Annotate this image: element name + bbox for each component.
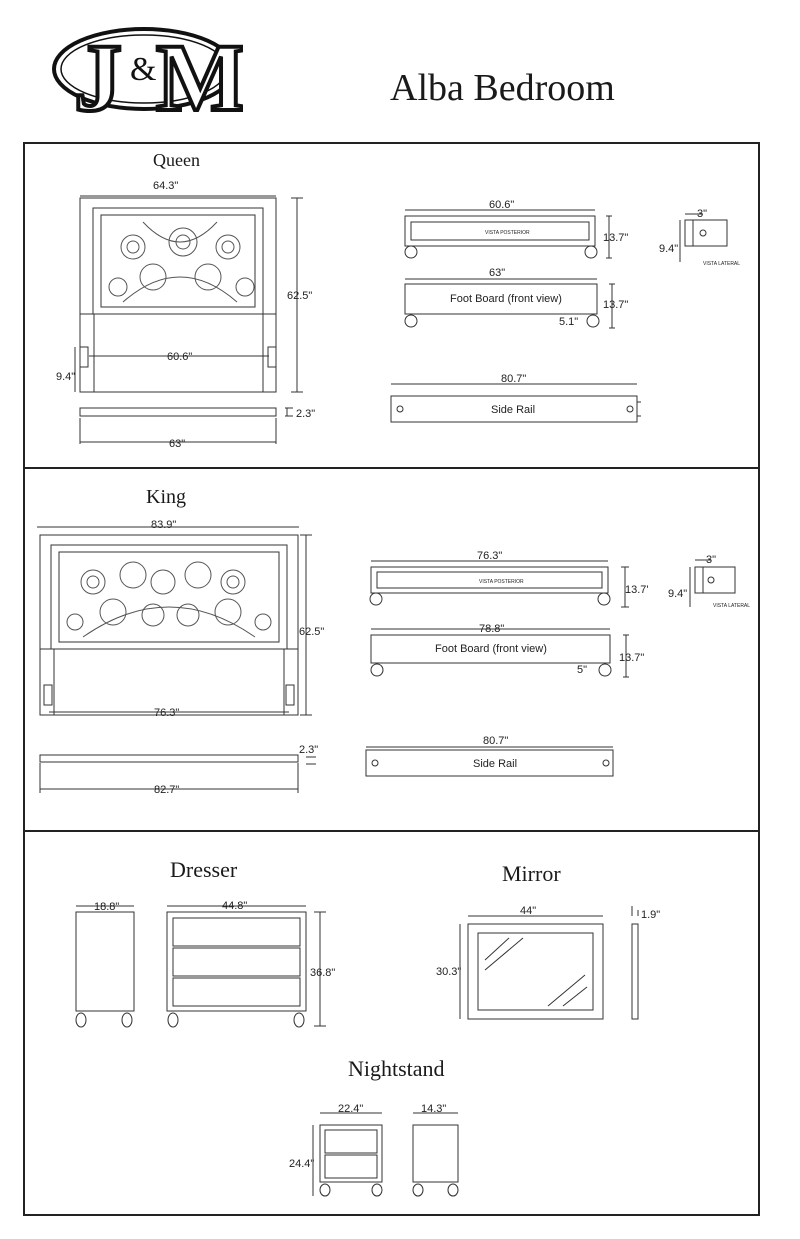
- king-footboard-top-height: 13.7': [625, 584, 649, 596]
- queen-side-rail-length: 80.7": [501, 373, 526, 385]
- dresser-title: Dresser: [170, 857, 238, 882]
- case-goods-section: [23, 830, 760, 1216]
- logo-letter-j: J: [74, 24, 122, 123]
- queen-footboard-width: 63": [489, 267, 505, 279]
- queen-side-rail-label: Side Rail: [491, 404, 535, 416]
- king-inner-width: 76.3": [154, 707, 179, 719]
- queen-inner-width: 60.6": [167, 351, 192, 363]
- nightstand-depth: 14.3": [421, 1103, 446, 1115]
- queen-footboard-top-width: 60.6": [489, 199, 514, 211]
- nightstand-title: Nightstand: [348, 1056, 445, 1081]
- king-top-depth: 2.3": [299, 744, 318, 756]
- dresser-depth: 18.8": [94, 901, 119, 913]
- page-title: Alba Bedroom: [390, 67, 615, 109]
- dresser-height: 36.8": [310, 967, 335, 979]
- king-diagram: 83.9" 62.5" 76.3" 2.3" 82.7" 76.3" VISTA…: [37, 519, 750, 796]
- mirror-height: 30.3": [436, 966, 461, 978]
- king-base-width: 82.7": [154, 784, 179, 796]
- queen-headboard-height: 62.5": [287, 290, 312, 302]
- king-headboard-width: 83.9": [151, 519, 176, 531]
- king-headboard-height: 62.5": [299, 626, 324, 638]
- king-side-rail-label: Side Rail: [473, 758, 517, 770]
- mirror-width: 44": [520, 905, 536, 917]
- king-footboard-leg: 5": [577, 664, 587, 676]
- dresser-width: 44.8": [222, 900, 247, 912]
- king-footboard-label: Foot Board (front view): [435, 643, 547, 655]
- queen-footboard-label: Foot Board (front view): [450, 293, 562, 305]
- case-goods-diagram: 18.8" 44.8" 36.8" 44" 30.3" 1.9" 22.4" 1…: [75, 900, 660, 1197]
- queen-rear-view-label: VISTA POSTERIOR: [485, 230, 530, 236]
- queen-headboard-width: 64.3": [153, 180, 178, 192]
- queen-title: Queen: [153, 150, 200, 170]
- logo-ampersand: &: [130, 51, 156, 88]
- king-footboard-top-width: 76.3": [477, 550, 502, 562]
- queen-side-view-label: VISTA LATERAL: [703, 261, 740, 267]
- queen-top-depth: 2.3": [296, 408, 315, 420]
- mirror-title: Mirror: [502, 861, 561, 886]
- king-side-height: 9.4": [668, 588, 687, 600]
- queen-leg-height: 9.4": [56, 371, 75, 383]
- king-side-depth: 3": [706, 554, 716, 566]
- king-footboard-width: 78.8": [479, 623, 504, 635]
- nightstand-height: 24.4": [289, 1158, 314, 1170]
- king-side-rail-length: 80.7": [483, 735, 508, 747]
- queen-footboard-top-height: 13.7": [603, 232, 628, 244]
- king-footboard-height: 13.7": [619, 652, 644, 664]
- queen-side-height: 9.4": [659, 243, 678, 255]
- queen-side-depth: 3": [697, 208, 707, 220]
- queen-diagram: 64.3" 62.5" 60.6" 9.4" 2.3" 63" 60.6" VI…: [56, 180, 740, 450]
- mirror-depth: 1.9": [641, 909, 660, 921]
- queen-base-width: 63": [169, 438, 185, 450]
- queen-footboard-leg: 5.1": [559, 316, 578, 328]
- brand-logo: J & M: [48, 8, 249, 133]
- queen-footboard-height: 13.7": [603, 299, 628, 311]
- king-side-view-label: VISTA LATERAL: [713, 603, 750, 609]
- nightstand-width: 22.4": [338, 1103, 363, 1115]
- king-rear-view-label: VISTA POSTERIOR: [479, 579, 524, 585]
- logo-letter-m: M: [156, 24, 243, 123]
- king-title: King: [146, 486, 186, 508]
